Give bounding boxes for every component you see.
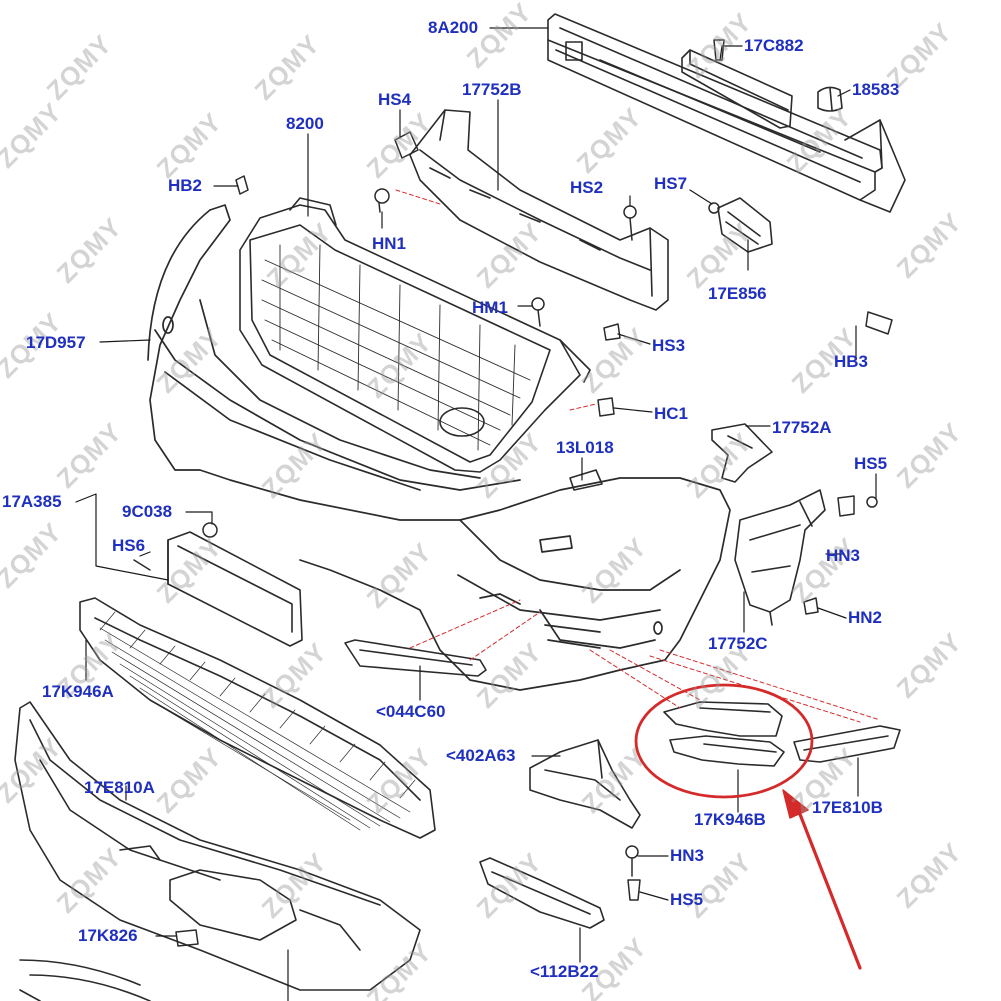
label-hm1: HM1 (472, 298, 508, 317)
label-hs3: HS3 (652, 336, 686, 355)
label-hn2: HN2 (848, 608, 883, 627)
label-hn3: HN3 (826, 546, 861, 565)
undertray-17e810a-part (14, 701, 421, 1001)
label-112b22: <112B22 (530, 962, 599, 981)
label-17e810b: 17E810B (812, 798, 883, 817)
label-hs5: HS5 (670, 890, 704, 909)
clip-17e856-part (717, 197, 773, 253)
bracket-17c882-part (681, 49, 793, 129)
tow-cover-13l018-part (569, 469, 603, 491)
label-18583: 18583 (852, 80, 900, 99)
label-hs5: HS5 (854, 454, 888, 473)
label-17752b: 17752B (462, 80, 522, 99)
upper-bracket-17752b-part (409, 109, 669, 311)
label-hc1: HC1 (654, 404, 689, 423)
label-hb3: HB3 (834, 352, 869, 371)
fasteners (133, 39, 893, 947)
label-13l018: 13L018 (556, 438, 614, 457)
pointer-arrow (782, 789, 862, 970)
label-044c60: <044C60 (376, 702, 446, 721)
trim-044c60-part (344, 639, 487, 677)
label-17e856: 17E856 (708, 284, 767, 303)
label-hs2: HS2 (570, 178, 604, 197)
label-hs7: HS7 (654, 174, 688, 193)
label-9c038: 9C038 (122, 502, 173, 521)
label-17752c: 17752C (708, 634, 768, 653)
label-8a200: 8A200 (428, 18, 479, 37)
label-hn1: HN1 (372, 234, 407, 253)
bumper-cover-17d957-part (147, 204, 731, 691)
label-17752a: 17752A (772, 418, 832, 437)
label-17a385: 17A385 (2, 492, 62, 511)
label-hn3: HN3 (670, 846, 705, 865)
bracket-17752c-part (734, 489, 826, 626)
insert-17k946b-part (663, 701, 785, 767)
label-17e810a: 17E810A (84, 778, 155, 797)
label-17c882: 17C882 (744, 36, 804, 55)
label-8200: 8200 (286, 114, 324, 133)
bracket-17752a-part (711, 423, 773, 483)
label-hs6: HS6 (112, 536, 146, 555)
plate-holder-17a385-part (167, 531, 303, 647)
label-17k826: 17K826 (78, 926, 138, 945)
leader-lines (75, 27, 877, 1001)
bumper-beam-part (547, 13, 906, 213)
highlight-ring (634, 683, 814, 799)
label-hb2: HB2 (168, 176, 203, 195)
projection-lines (395, 189, 881, 723)
clip-18583-part (817, 86, 843, 112)
label-17k946a: 17K946A (42, 682, 114, 701)
label-17k946b: 17K946B (694, 810, 766, 829)
bracket-402a63-part (529, 739, 641, 829)
strip-17e810b-part (793, 725, 901, 763)
label-402a63: <402A63 (446, 746, 516, 765)
trim-112b22-part (479, 857, 605, 929)
grille-8200-part (239, 197, 591, 473)
label-17d957: 17D957 (26, 333, 86, 352)
label-hs4: HS4 (378, 90, 412, 109)
lower-grille-17k946a-part (79, 597, 436, 839)
